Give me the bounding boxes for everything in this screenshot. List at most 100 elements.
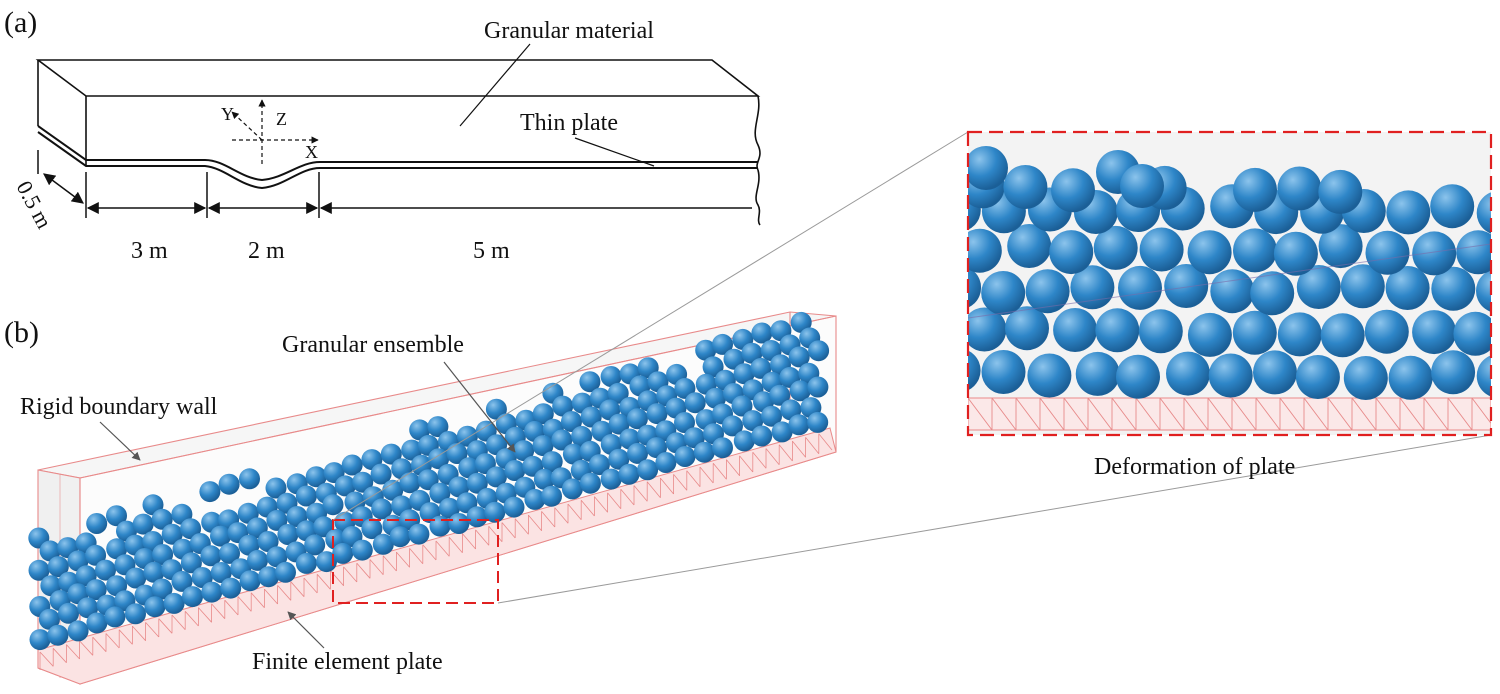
particle — [1187, 312, 1232, 357]
particle — [627, 442, 648, 464]
particle — [1138, 309, 1183, 354]
particle — [316, 551, 337, 573]
particle — [552, 395, 574, 417]
particle — [1296, 265, 1341, 309]
particle — [1208, 353, 1253, 398]
particle — [705, 387, 726, 409]
particle — [790, 311, 812, 333]
particle — [1476, 192, 1491, 234]
particle — [47, 556, 69, 578]
particle — [1430, 184, 1475, 229]
truss-member — [699, 466, 714, 484]
particle — [247, 549, 268, 571]
granular-material-label: Granular material — [484, 18, 654, 44]
particle — [1120, 164, 1164, 208]
particle — [1412, 231, 1457, 276]
particle — [733, 363, 755, 385]
truss-member — [303, 577, 318, 594]
particle — [674, 412, 695, 433]
particle — [448, 476, 470, 498]
particle — [95, 559, 116, 581]
truss-member — [1231, 397, 1257, 431]
particle — [1118, 265, 1162, 310]
particle — [968, 307, 1007, 352]
truss-member — [646, 481, 661, 498]
particle — [1187, 230, 1232, 275]
particle — [561, 478, 583, 500]
particle — [741, 342, 763, 364]
particle — [1027, 353, 1072, 398]
particle — [808, 340, 830, 362]
particle — [370, 463, 392, 485]
truss-member — [686, 470, 701, 487]
particle — [180, 552, 202, 574]
granular-ensemble-particles — [28, 311, 830, 651]
truss-member — [541, 511, 556, 528]
truss-member — [620, 488, 635, 506]
rigid-wall-label: Rigid boundary wall — [20, 394, 218, 420]
particle — [561, 411, 582, 432]
particle — [448, 513, 470, 534]
particle — [1318, 169, 1363, 214]
truss-member — [224, 599, 239, 616]
particle — [1456, 230, 1491, 275]
truss-member — [1351, 397, 1377, 431]
particle — [513, 440, 535, 462]
truss-member — [1279, 397, 1305, 431]
particle — [144, 596, 166, 618]
particle — [161, 523, 183, 545]
rigid-wall-leader — [99, 421, 141, 461]
truss-member — [1375, 397, 1401, 431]
particle — [788, 346, 810, 368]
particle — [1386, 190, 1431, 235]
truss-member — [396, 551, 410, 568]
panel-b: (b) Granular ensemble Rigid boundary wal… — [4, 131, 1492, 685]
truss-member — [1423, 397, 1449, 431]
truss-member — [1399, 397, 1425, 431]
particle — [1385, 266, 1430, 310]
particle — [968, 350, 981, 391]
particle — [1049, 230, 1094, 275]
particle — [239, 468, 260, 490]
particle — [29, 629, 51, 651]
truss-member — [1471, 397, 1491, 425]
particle — [152, 544, 174, 565]
particle — [1005, 306, 1049, 351]
particle — [429, 515, 451, 537]
truss-member — [356, 562, 371, 579]
particle — [58, 602, 79, 624]
zoom-plate-truss — [968, 397, 1491, 431]
particle — [1051, 168, 1095, 213]
particle — [789, 380, 811, 402]
thin-plate-shape — [37, 125, 758, 190]
truss-member — [435, 540, 450, 557]
particle — [693, 441, 715, 463]
truss-member — [1015, 397, 1041, 431]
fe-plate-label: Finite element plate — [252, 649, 443, 675]
panel-b-tag: (b) — [4, 316, 39, 349]
particle — [466, 472, 488, 494]
particle — [1164, 264, 1209, 308]
truss-member — [1255, 397, 1281, 431]
truss-member — [818, 433, 833, 451]
truss-member — [660, 477, 674, 495]
truss-member — [528, 514, 542, 531]
particle — [788, 414, 810, 436]
truss-member — [792, 440, 806, 458]
particle — [1210, 269, 1255, 314]
finite-element-plate-strip — [37, 427, 837, 685]
zoom-connector-bottom — [497, 434, 1492, 604]
particle — [1093, 225, 1138, 270]
particle — [1365, 230, 1410, 275]
particle — [295, 485, 317, 507]
particle — [77, 597, 99, 619]
particle — [712, 333, 733, 355]
granular-ensemble-leader — [443, 361, 516, 453]
truss-member — [92, 636, 107, 652]
particle — [562, 443, 584, 465]
particle — [712, 437, 733, 459]
particle — [106, 538, 128, 560]
particle — [182, 586, 203, 608]
zoom-frame — [966, 130, 1493, 437]
particle — [1095, 308, 1140, 353]
